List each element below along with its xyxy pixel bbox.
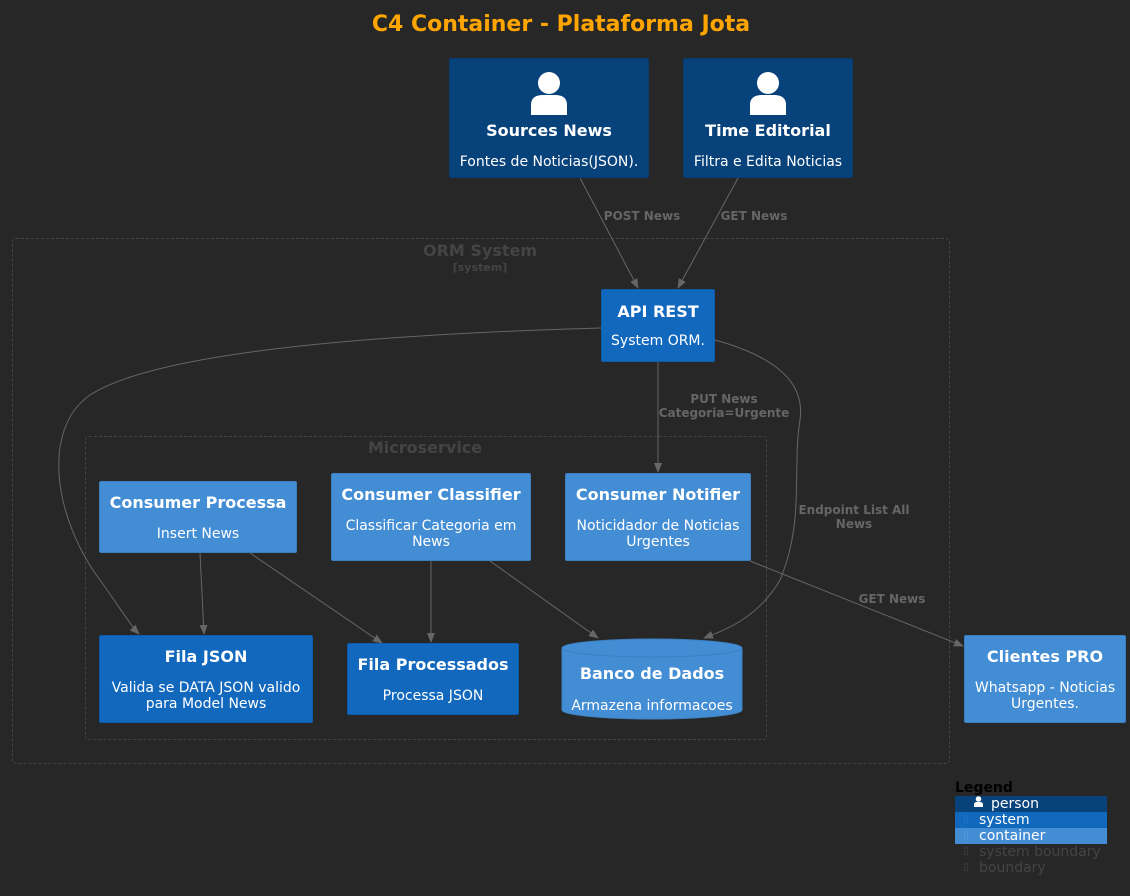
- legend-label-person: person: [991, 796, 1039, 812]
- node-fila-processados-desc: Processa JSON: [382, 687, 484, 704]
- legend-label-system: system: [979, 812, 1030, 828]
- edge-label-post-news: POST News: [603, 209, 681, 223]
- node-banco-de-dados-name: Banco de Dados: [579, 664, 725, 683]
- node-time-editorial[interactable]: Time Editorial Filtra e Edita Noticias: [683, 58, 853, 178]
- legend-title: Legend: [955, 780, 1013, 796]
- legend-label-system-boundary: system boundary: [979, 844, 1101, 860]
- edge-notifier-to-clientes: [749, 560, 964, 647]
- node-clientes-pro-desc: Whatsapp - Noticias Urgentes.: [974, 679, 1116, 712]
- node-sources-news[interactable]: Sources News Fontes de Noticias(JSON).: [449, 58, 649, 178]
- edge-api-to-banco: [703, 339, 802, 639]
- node-consumer-processa-name: Consumer Processa: [109, 492, 287, 512]
- node-consumer-processa[interactable]: Consumer Processa Insert News: [99, 481, 297, 553]
- node-clientes-pro[interactable]: Clientes PRO Whatsapp - Noticias Urgente…: [964, 635, 1126, 723]
- legend-label-container: container: [979, 828, 1046, 844]
- orm-system-boundary: [12, 238, 950, 764]
- edge-api-to-fila-json: [58, 327, 602, 635]
- edge-processa-to-fila-processados: [249, 552, 383, 644]
- node-time-editorial-desc: Filtra e Edita Noticias: [693, 154, 843, 170]
- legend-item-boundary: ▯ boundary: [955, 860, 1107, 876]
- database-cylinder-shape: [561, 638, 743, 720]
- microservice-boundary-label: Microservice: [367, 438, 483, 457]
- person-icon: [531, 72, 567, 115]
- edge-processa-to-fila-json: [199, 552, 208, 635]
- edge-label-endpoint-list: Endpoint List All News: [798, 503, 910, 531]
- node-fila-processados[interactable]: Fila Processados Processa JSON: [347, 643, 519, 715]
- diagram-title: C4 Container - Plataforma Jota: [371, 12, 751, 37]
- node-fila-json-name: Fila JSON: [164, 646, 248, 666]
- node-clientes-pro-name: Clientes PRO: [986, 646, 1104, 666]
- node-api-rest-desc: System ORM.: [611, 333, 705, 349]
- legend-label-boundary: boundary: [979, 860, 1046, 876]
- legend-item-system: ▯ system: [955, 812, 1107, 828]
- legend: Legend person ▯ system ▯ container ▯ sys…: [955, 780, 1107, 876]
- legend-marker-icon: ▯: [963, 830, 969, 841]
- node-consumer-processa-desc: Insert News: [156, 525, 240, 542]
- node-banco-de-dados[interactable]: Banco de Dados Armazena informacoes: [561, 638, 743, 720]
- edge-classifier-to-banco: [489, 560, 599, 639]
- node-api-rest-name: API REST: [617, 302, 699, 321]
- legend-marker-icon: ▯: [963, 814, 969, 825]
- node-banco-de-dados-desc: Armazena informacoes: [571, 698, 733, 714]
- node-consumer-notifier[interactable]: Consumer Notifier Noticidador de Noticia…: [565, 473, 751, 561]
- edge-editorial-to-api: [677, 177, 739, 289]
- node-consumer-classifier-desc: Classificar Categoria em News: [345, 517, 517, 550]
- node-time-editorial-name: Time Editorial: [705, 121, 831, 140]
- legend-item-person: person: [955, 795, 1107, 813]
- legend-marker-icon: ▯: [963, 862, 969, 873]
- person-icon: [750, 72, 786, 115]
- node-fila-processados-name: Fila Processados: [357, 654, 509, 674]
- node-sources-news-desc: Fontes de Noticias(JSON).: [459, 154, 639, 170]
- edge-label-get-news-clientes: GET News: [858, 592, 926, 606]
- legend-item-container: ▯ container: [955, 828, 1107, 844]
- node-consumer-classifier-name: Consumer Classifier: [341, 484, 521, 504]
- legend-marker-icon: ▯: [963, 846, 969, 857]
- node-api-rest[interactable]: API REST System ORM.: [601, 289, 715, 362]
- node-fila-json-desc: Valida se DATA JSON valido para Model Ne…: [111, 679, 301, 712]
- edge-label-put-news: PUT News Categoria=Urgente: [658, 392, 790, 420]
- edge-sources-to-api: [579, 177, 639, 289]
- orm-system-boundary-label: ORM System: [422, 241, 538, 260]
- node-sources-news-name: Sources News: [486, 121, 612, 140]
- node-consumer-notifier-desc: Noticidador de Noticias Urgentes: [576, 517, 740, 550]
- legend-item-system-boundary: ▯ system boundary: [955, 844, 1107, 860]
- person-icon: [971, 795, 985, 813]
- edge-label-get-news-editorial: GET News: [720, 209, 788, 223]
- node-consumer-notifier-name: Consumer Notifier: [575, 484, 741, 504]
- orm-system-boundary-type: [system]: [452, 261, 508, 274]
- node-fila-json[interactable]: Fila JSON Valida se DATA JSON valido par…: [99, 635, 313, 723]
- node-consumer-classifier[interactable]: Consumer Classifier Classificar Categori…: [331, 473, 531, 561]
- microservice-boundary: [85, 436, 767, 740]
